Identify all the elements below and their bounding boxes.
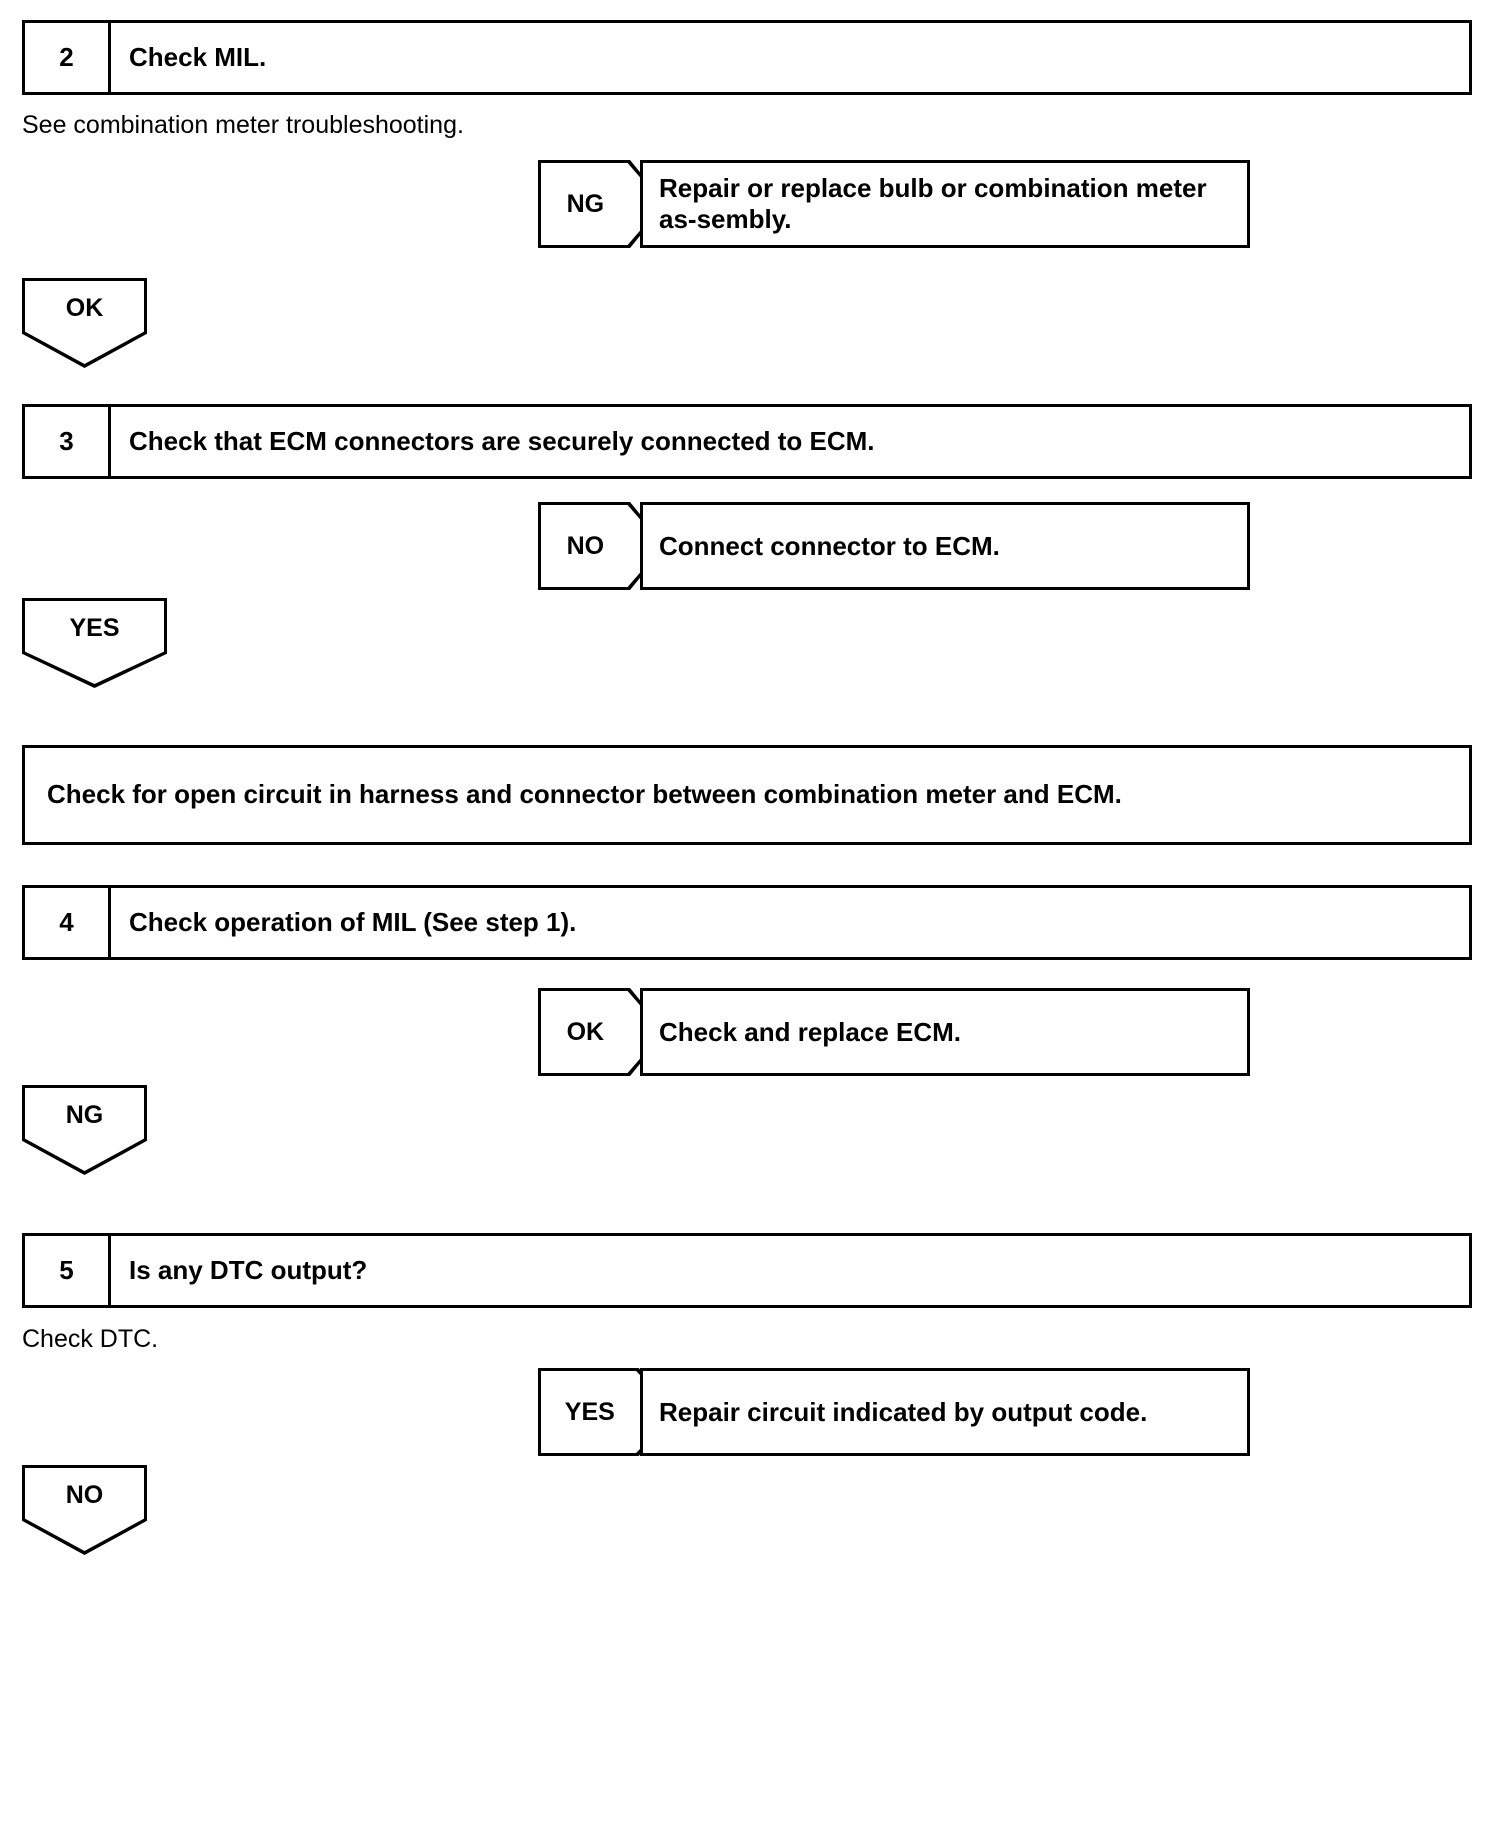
result-box-yes-step5[interactable]: Repair circuit indicated by output code. [640,1368,1250,1456]
branch-tag-label: NG [566,189,605,218]
step-title-5: Is any DTC output? [129,1254,368,1285]
continue-tag-no-step5[interactable]: NO [22,1465,147,1555]
step-box-3[interactable]: 3 Check that ECM connectors are securely… [22,404,1472,479]
continue-tag-ok-step2[interactable]: OK [22,278,147,368]
result-box-ok-step4[interactable]: Check and replace ECM. [640,988,1250,1076]
step-box-2[interactable]: 2 Check MIL. [22,20,1472,95]
continue-tag-label: YES [69,614,120,642]
continue-tag-yes-step3[interactable]: YES [22,598,167,688]
step-title-2: Check MIL. [129,41,267,72]
step-title-3: Check that ECM connectors are securely c… [129,425,875,456]
branch-tag-label: YES [564,1397,615,1426]
step-note-2: See combination meter troubleshooting. [22,111,464,139]
step-title-4: Check operation of MIL (See step 1). [129,906,577,937]
action-box-text: Check for open circuit in harness and co… [47,779,1122,810]
step-number-3: 3 [25,407,111,476]
result-text: Connect connector to ECM. [659,530,1000,561]
result-box-ng-step2[interactable]: Repair or replace bulb or combination me… [640,160,1250,248]
step-number-4: 4 [25,888,111,957]
branch-tag-label: NO [566,531,605,560]
step-note-5: Check DTC. [22,1325,159,1353]
step-box-4[interactable]: 4 Check operation of MIL (See step 1). [22,885,1472,960]
result-text: Repair circuit indicated by output code. [659,1396,1148,1427]
continue-tag-label: NO [65,1481,104,1509]
result-box-no-step3[interactable]: Connect connector to ECM. [640,502,1250,590]
step-number-2: 2 [25,23,111,92]
branch-tag-label: OK [566,1017,605,1046]
step-box-5[interactable]: 5 Is any DTC output? [22,1233,1472,1308]
result-text: Repair or replace bulb or combination me… [659,173,1207,234]
action-box-open-circuit[interactable]: Check for open circuit in harness and co… [22,745,1472,845]
continue-tag-label: NG [65,1101,104,1129]
continue-tag-label: OK [65,294,104,322]
result-text: Check and replace ECM. [659,1016,961,1047]
continue-tag-ng-step4[interactable]: NG [22,1085,147,1175]
step-number-5: 5 [25,1236,111,1305]
